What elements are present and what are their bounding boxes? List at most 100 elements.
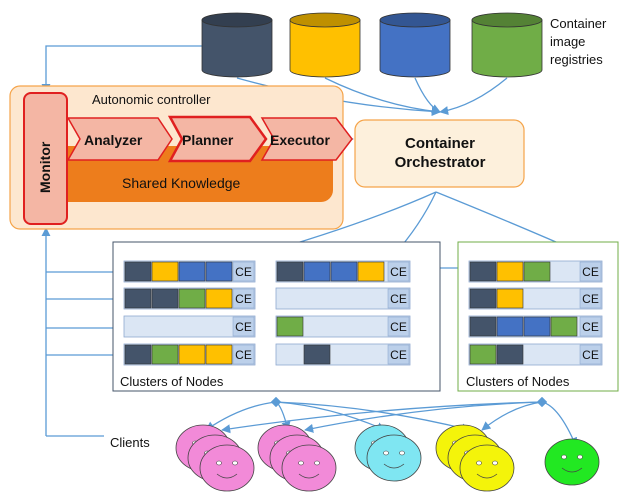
orchestrator-label-line1: Container — [405, 135, 475, 152]
hub1-client-arrow-3 — [275, 401, 471, 433]
ce-label: CE — [235, 292, 252, 306]
registries-label-line2: image — [550, 34, 585, 49]
ce-label: CE — [235, 348, 252, 362]
face-mouth — [383, 463, 405, 469]
registry-body — [289, 19, 361, 78]
monitor-label: Monitor — [37, 141, 53, 193]
ce-label: CE — [235, 265, 252, 279]
face-outline — [459, 444, 515, 492]
face-mouth — [216, 473, 238, 479]
container-navy — [124, 288, 152, 309]
ce-box — [387, 261, 410, 282]
client-group-yellow — [435, 424, 515, 492]
ce-label: CE — [235, 320, 252, 334]
node-row-8: CE — [468, 260, 603, 283]
container-green — [523, 261, 551, 282]
face-mouth — [298, 473, 320, 479]
registry-body — [471, 19, 543, 78]
ce-box — [579, 261, 602, 282]
registry-cylinder-blue — [379, 12, 451, 78]
container-gold — [178, 344, 206, 365]
executor-chevron — [260, 117, 353, 161]
face-outline — [544, 438, 600, 486]
node-row-bg — [123, 315, 256, 338]
ce-label: CE — [582, 348, 599, 362]
ce-label: CE — [390, 265, 407, 279]
container-green — [178, 288, 206, 309]
face-outline — [199, 444, 255, 492]
registry-top — [471, 12, 543, 28]
registry-arrow-2 — [414, 77, 441, 113]
container-navy — [124, 344, 152, 365]
registry-top — [201, 12, 273, 28]
monitor-box — [23, 92, 68, 225]
analyzer-chevron — [66, 117, 173, 161]
registry-body — [201, 19, 273, 78]
face-eye — [561, 454, 567, 460]
registries-label-line1: Container — [550, 16, 607, 31]
container-blue — [303, 261, 331, 282]
cluster2-label: Clusters of Nodes — [466, 374, 570, 389]
container-gold — [496, 261, 524, 282]
ce-box — [387, 288, 410, 309]
analyzer-label: Analyzer — [84, 132, 143, 148]
node-row-bg — [275, 287, 411, 310]
ce-label: CE — [390, 348, 407, 362]
controller-title: Autonomic controller — [92, 92, 211, 107]
ce-box — [232, 344, 255, 365]
container-navy — [469, 288, 497, 309]
cluster-node-rows: CE CE CE CE CE CE CE CE CE CE CE CE — [123, 260, 603, 366]
face-eye — [383, 450, 389, 456]
container-navy — [469, 261, 497, 282]
client-face — [459, 444, 515, 492]
container-blue — [496, 316, 524, 337]
container-navy — [496, 344, 524, 365]
node-row-1: CE — [123, 287, 256, 310]
ce-label: CE — [390, 320, 407, 334]
registry-arrow-3 — [439, 77, 508, 116]
face-eye — [476, 460, 482, 466]
registry-top — [379, 12, 451, 28]
face-eye — [298, 460, 304, 466]
planner-chevron — [167, 115, 268, 163]
container-green — [550, 316, 578, 337]
node-row-9: CE — [468, 287, 603, 310]
container-navy — [151, 288, 179, 309]
node-row-11: CE — [468, 343, 603, 366]
executor-label: Executor — [270, 132, 330, 148]
container-navy — [276, 261, 304, 282]
client-groups — [175, 424, 600, 492]
node-row-5: CE — [275, 287, 411, 310]
node-row-7: CE — [275, 343, 411, 366]
cluster1-label: Clusters of Nodes — [120, 374, 224, 389]
node-row-bg — [275, 315, 411, 338]
orchestrator-label-line2: Orchestrator — [395, 154, 486, 171]
registry-cylinder-navy — [201, 12, 273, 78]
ce-label: CE — [582, 320, 599, 334]
ce-box — [232, 316, 255, 337]
ce-box — [387, 316, 410, 337]
ce-label: CE — [390, 292, 407, 306]
face-outline — [281, 444, 337, 492]
client-face — [544, 438, 600, 486]
container-navy — [469, 316, 497, 337]
face-eye — [577, 454, 583, 460]
container-blue — [523, 316, 551, 337]
client-face — [199, 444, 255, 492]
container-green — [276, 316, 304, 337]
ce-box — [579, 316, 602, 337]
container-blue — [330, 261, 358, 282]
ce-box — [232, 288, 255, 309]
client-group-pink — [175, 424, 255, 492]
node-row-6: CE — [275, 315, 411, 338]
face-eye — [232, 460, 238, 466]
container-navy — [303, 344, 331, 365]
ce-label: CE — [582, 292, 599, 306]
face-outline — [366, 434, 422, 482]
registry-body — [379, 19, 451, 78]
container-gold — [205, 288, 233, 309]
face-mouth — [561, 467, 583, 473]
container-navy — [124, 261, 152, 282]
container-green — [151, 344, 179, 365]
